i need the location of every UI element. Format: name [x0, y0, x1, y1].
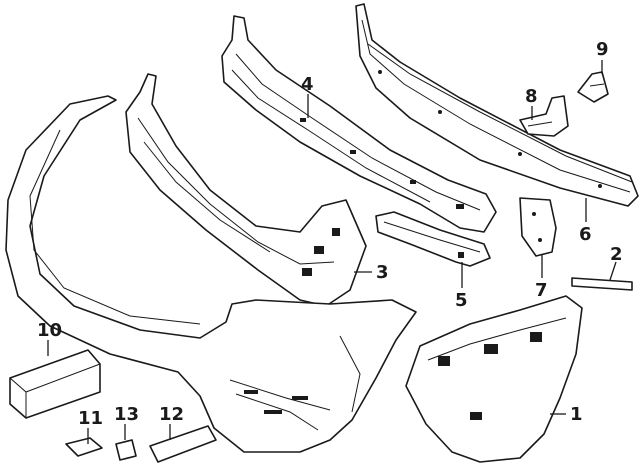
part-3-upper-support [125, 73, 367, 307]
part-6-reinforcement-bar [355, 3, 639, 207]
part-10-box-bracket [9, 349, 101, 419]
part-12-block [149, 425, 217, 463]
part-7-bracket-plate [519, 197, 557, 257]
callout-9: 9 [596, 39, 609, 60]
callouts: 1 2 3 4 5 6 7 8 9 10 11 12 13 [37, 39, 623, 429]
callout-4: 4 [301, 74, 314, 95]
callout-13: 13 [114, 404, 139, 425]
callout-8: 8 [525, 86, 538, 107]
callout-2: 2 [610, 244, 623, 265]
part-13-clip [115, 439, 137, 461]
callout-1: 1 [570, 404, 583, 425]
part-1-lower-bracket [405, 295, 583, 463]
leader-2 [609, 261, 617, 281]
callout-6: 6 [579, 224, 592, 245]
callout-11: 11 [78, 408, 103, 429]
part-11-clip [65, 437, 103, 457]
part-4-energy-absorber [221, 15, 497, 233]
part-5-side-absorber [375, 211, 491, 267]
callout-10: 10 [37, 320, 62, 341]
bumper-cover [5, 95, 417, 453]
part-2-molding-strip [571, 277, 633, 291]
part-9-bracket [577, 71, 609, 103]
callout-12: 12 [159, 404, 184, 425]
callout-5: 5 [455, 290, 468, 311]
callout-3: 3 [376, 262, 389, 283]
leader-lines [47, 60, 617, 444]
part-8-bracket [519, 95, 569, 137]
callout-7: 7 [535, 280, 548, 301]
